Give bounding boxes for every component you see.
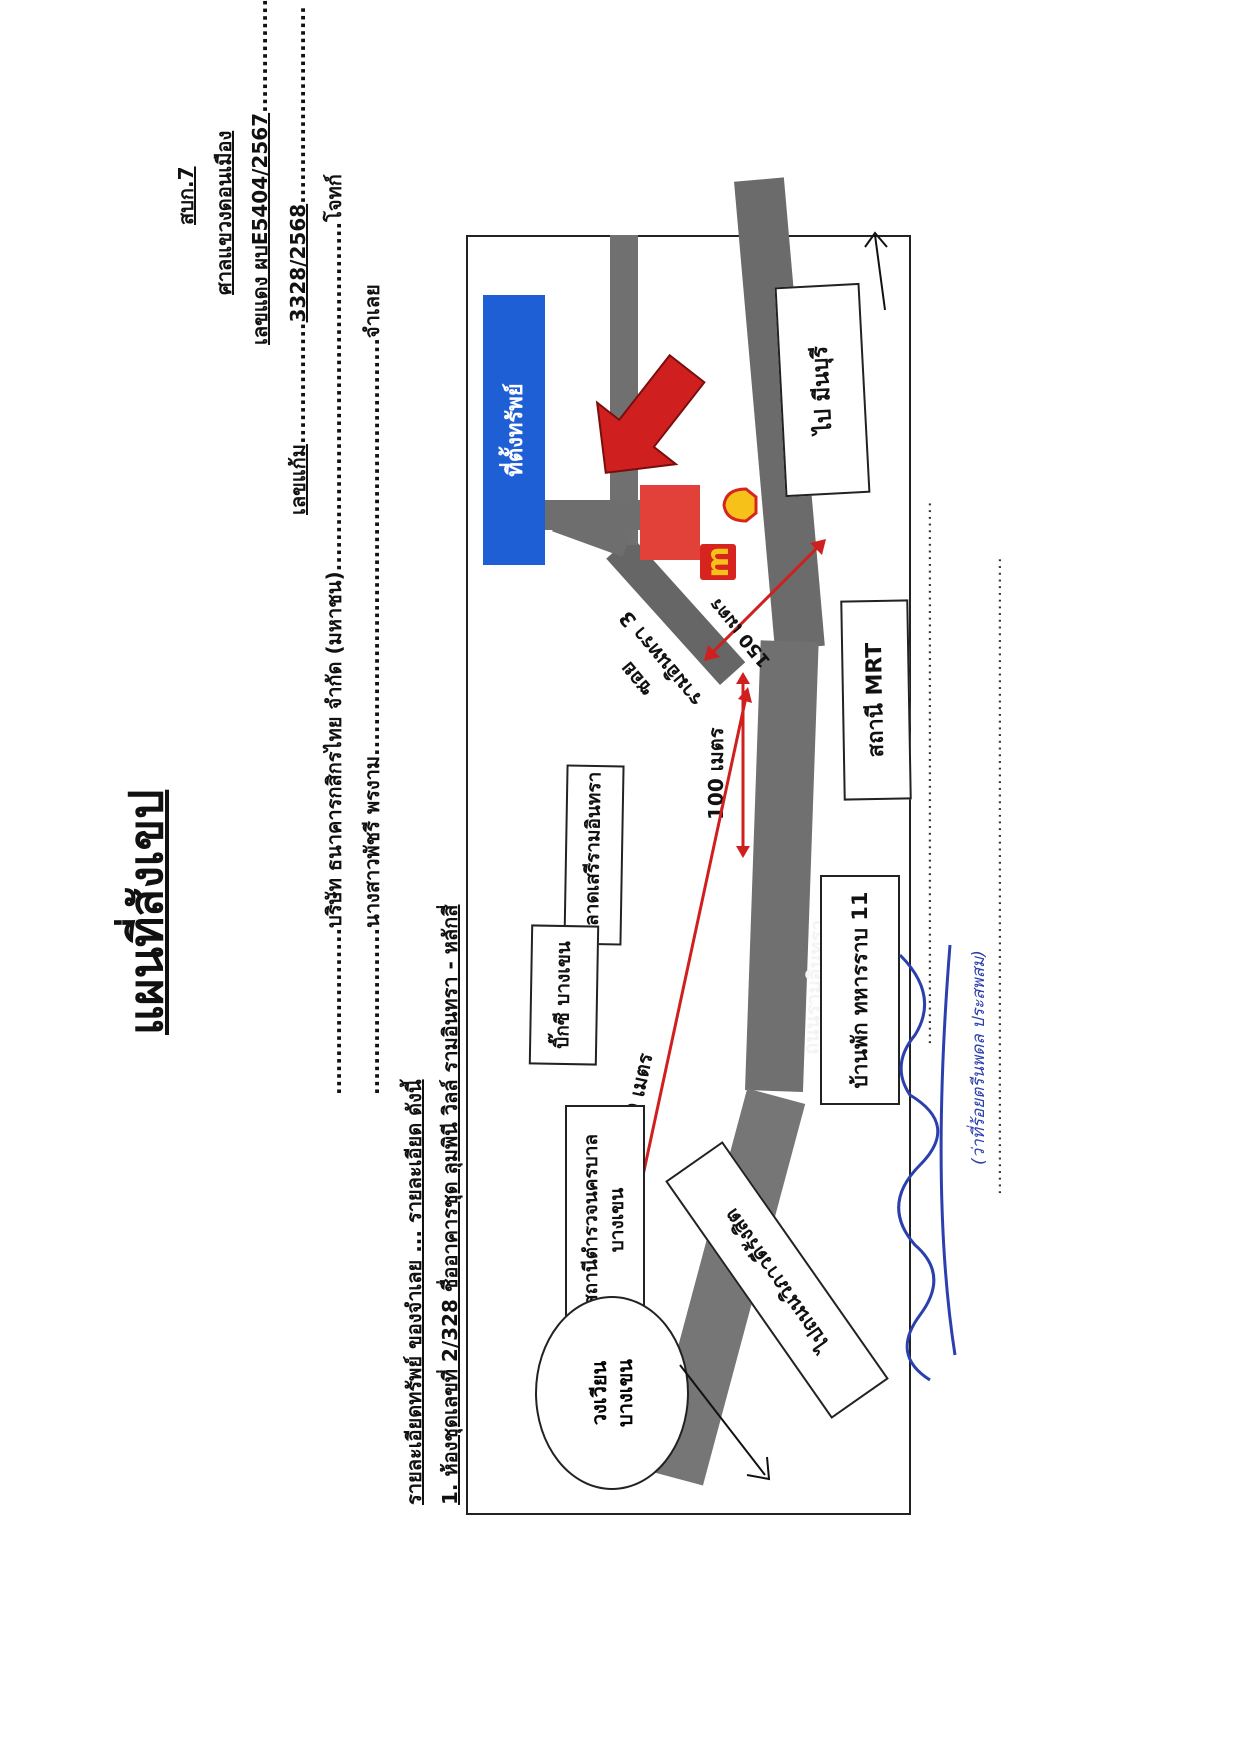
police-station-label: สถานีตำรวจนครบาล บางเขน	[580, 1133, 628, 1307]
distance-150m-arrow	[704, 539, 826, 661]
handwritten-signature-stroke	[897, 944, 957, 1382]
distance-150m-head-b	[810, 539, 826, 555]
to-minburi-arrow-line	[874, 234, 886, 311]
gas-station-logo	[722, 487, 758, 523]
to-minburi-arrow-head	[864, 231, 888, 248]
defendant-role: จำเลย	[360, 284, 384, 339]
to-rangsit-arrow-head	[746, 1456, 771, 1481]
page-title: แผนที่สังเขป	[119, 789, 173, 1035]
mrt-station-box: สถานี MRT	[840, 599, 912, 801]
condo-building-marker	[640, 485, 700, 560]
distance-150m-line	[710, 545, 820, 655]
mrt-station-label: สถานี MRT	[862, 642, 890, 758]
to-minburi-arrow	[864, 231, 888, 311]
roundabout-label: วงเวียน บางเขน	[587, 1359, 637, 1427]
distance-100m-head-a	[736, 846, 750, 858]
gas-station-logo-icon	[722, 487, 758, 523]
black-case-number: เลขแก้ม................3328/2568........…	[286, 6, 310, 515]
big-c-box: บิ๊กซี บางเขน	[528, 924, 600, 1066]
red-case-number: เลขแดง ผบE5404/2567....................	[248, 0, 272, 345]
to-minburi-box: ไป มีนบุรี	[774, 282, 871, 498]
defendant-name: นางสาวพัชรี พรงาม	[360, 755, 384, 928]
defendant-line: ......................นางสาวพัชรี พรงาม.…	[360, 284, 384, 1095]
red-pointer-arrow-shape	[595, 353, 706, 474]
property-label: ที่ตั้งทรัพย์	[502, 383, 528, 477]
court-name: ศาลแขวงดอนเมือง	[212, 130, 236, 295]
red-case-text: เลขแดง ผบE5404/2567	[248, 112, 272, 345]
property-detail-address: 1. ห้องชุดเลขที่ 2/328 ชื่ออาคารชุด ลุมพ…	[438, 904, 462, 1506]
big-c-label: บิ๊กซี บางเขน	[551, 941, 576, 1049]
plaintiff-line: ......................บริษัท ธนาคารกสิกร…	[322, 174, 346, 1095]
red-pointer-arrow	[595, 353, 706, 474]
property-detail-heading: รายละเอียดทรัพย์ ของจำเลย ... รายละเอียด…	[402, 1079, 426, 1505]
property-location-block: ที่ตั้งทรัพย์	[483, 295, 545, 565]
roundabout-circle: วงเวียน บางเขน	[535, 1296, 689, 1490]
to-rangsit-arrow-line	[679, 1364, 766, 1476]
form-code: สบก.7	[174, 166, 198, 225]
handwritten-signature	[897, 944, 957, 1382]
distance-800m-head-b	[738, 687, 752, 703]
black-case-text: 3328/2568	[286, 203, 310, 323]
black-case-prefix: เลขแก้ม	[286, 444, 310, 515]
seri-market-label: ตลาดเสรีรามอินทรา	[580, 771, 606, 939]
distance-150m-head-a	[704, 645, 720, 661]
distance-100m-head-b	[736, 672, 750, 684]
signer-dotted-line: ........................................…	[985, 556, 1006, 1195]
plaintiff-name: บริษัท ธนาคารกสิกรไทย จำกัด (มหาชน)	[322, 571, 346, 928]
plaintiff-role: โจทก์	[322, 174, 346, 222]
seri-market-box: ตลาดเสรีรามอินทรา	[563, 764, 625, 946]
to-minburi-label: ไป มีนบุรี	[807, 345, 837, 435]
to-rangsit-arrow	[679, 1364, 771, 1481]
